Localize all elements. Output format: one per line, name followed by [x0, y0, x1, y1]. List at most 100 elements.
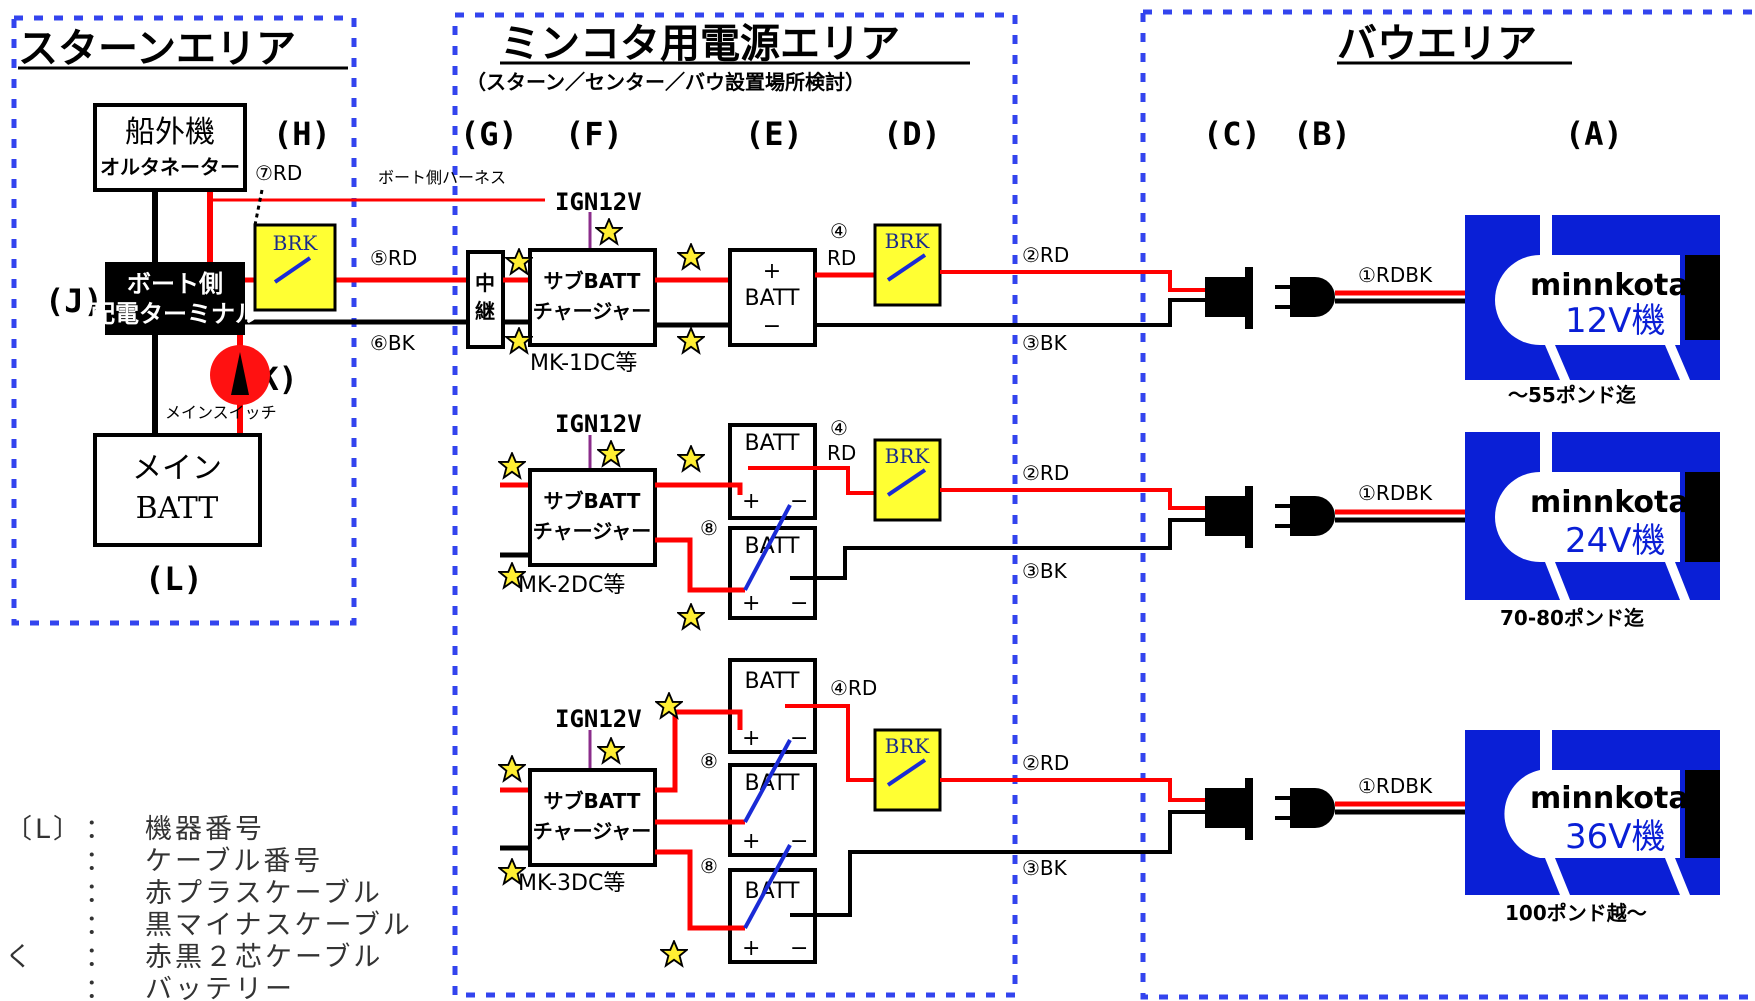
charger-1-line2: チャージャー	[533, 299, 651, 323]
motor-24v	[1465, 432, 1720, 600]
charger-1-model: MK-1DC等	[530, 351, 637, 376]
breaker-d3-label: BRK	[885, 734, 931, 758]
legend-sep-4: ：	[85, 910, 115, 941]
star-icon	[498, 755, 526, 782]
bow-area-border	[1140, 9, 1755, 1000]
cable-2-row2: ②RD	[1022, 461, 1069, 485]
motor-12v-brand: minnkota	[1530, 268, 1689, 303]
battery-2a	[728, 423, 817, 520]
battery-3b-minus: −	[790, 829, 808, 854]
breaker-h-label: BRK	[273, 231, 319, 255]
motor-24v-brand: minnkota	[1530, 485, 1689, 520]
breaker-d1-label: BRK	[885, 229, 931, 253]
col-label-a: (A)	[1565, 115, 1623, 153]
legend-sep-5: ：	[85, 942, 115, 973]
motor-24v-thrust: 70-80ポンド迄	[1500, 606, 1644, 630]
charger-3-line2: チャージャー	[533, 819, 651, 843]
motor-12v-thrust: ～55ポンド迄	[1508, 383, 1636, 407]
harness-label: ボート側ハーネス	[378, 168, 506, 187]
cable-8a-row3: ⑧	[700, 749, 718, 773]
charger-2	[528, 468, 657, 567]
battery-3c-label: BATT	[745, 879, 800, 904]
cable-1-row1: ①RDBK	[1358, 263, 1433, 287]
cable-2-row1: ②RD	[1022, 243, 1069, 267]
charger-1	[528, 248, 657, 347]
breaker-d2	[873, 438, 942, 522]
battery-3a-minus: −	[790, 726, 808, 751]
battery-3a-plus: +	[742, 726, 760, 751]
legend-sep-3: ：	[85, 878, 115, 909]
legend-text-2: ケーブル番号	[145, 846, 323, 877]
col-label-f: (F)	[565, 115, 623, 153]
col-label-l: (L)	[145, 560, 203, 598]
motor-36v-brand: minnkota	[1530, 781, 1689, 816]
col-label-h: (H)	[273, 115, 331, 153]
battery-2b-minus: −	[790, 591, 808, 616]
main-batt-line2: BATT	[136, 491, 219, 526]
battery-1-minus: −	[763, 314, 781, 339]
battery-3c-minus: −	[790, 936, 808, 961]
relay-junction	[466, 250, 505, 349]
breaker-d2-label: BRK	[885, 444, 931, 468]
col-label-c: (C)	[1203, 115, 1261, 153]
battery-1-plus: +	[763, 259, 781, 284]
battery-2a-label: BATT	[745, 431, 800, 456]
cable-3-row3: ③BK	[1022, 856, 1068, 880]
motor-24v-voltage: 24V機	[1565, 521, 1666, 561]
main-battery-box	[93, 433, 262, 547]
battery-2b-plus: +	[742, 591, 760, 616]
legend-key-1: 〔L〕	[5, 814, 83, 845]
ign-label-1: IGN12V	[555, 188, 642, 216]
cable-3-row2: ③BK	[1022, 559, 1068, 583]
battery-1	[728, 248, 817, 347]
connector-row1	[1205, 267, 1335, 329]
battery-3a-label: BATT	[745, 669, 800, 694]
relay-label-line2: 継	[475, 299, 495, 323]
main-batt-line1: メイン	[132, 451, 222, 486]
battery-3b-plus: +	[742, 829, 760, 854]
star-icon	[595, 218, 623, 245]
motor-12v-voltage: 12V機	[1565, 301, 1666, 341]
outboard-label-line1: 船外機	[125, 115, 215, 150]
battery-3b	[728, 763, 817, 857]
distribution-terminal-block	[105, 262, 245, 335]
star-icon	[597, 737, 625, 764]
connector-row3	[1205, 778, 1335, 840]
ign-label-2: IGN12V	[555, 410, 642, 438]
cable-7-label: ⑦RD	[255, 161, 302, 185]
star-icon	[677, 327, 705, 354]
col-label-d: (D)	[883, 115, 941, 153]
cable-6-label: ⑥BK	[370, 331, 416, 355]
charger-3	[528, 768, 657, 867]
stern-area-title: スターンエリア	[18, 26, 296, 72]
motor-36v	[1465, 730, 1720, 895]
terminal-label-line1: ボート側	[127, 270, 223, 298]
center-area-title: ミンコタ用電源エリア	[500, 21, 900, 67]
battery-1-label: BATT	[745, 286, 800, 311]
charger-2-model: MK-2DC等	[518, 573, 625, 598]
legend: 〔L〕 ： 機器番号 ： ケーブル番号 ： 赤プラスケーブル ： 黒マイナスケー…	[5, 814, 410, 1001]
center-area-note: （スターン／センター／バウ設置場所検討）	[466, 70, 865, 94]
charger-1-line1: サブBATT	[544, 269, 641, 293]
main-switch-label: メインスイッチ	[165, 403, 277, 422]
cable-4a-row2: ④	[830, 416, 848, 440]
cable-4b-row2: RD	[827, 441, 856, 465]
legend-sep-2: ：	[85, 846, 115, 877]
star-icon	[505, 327, 533, 354]
motor-12v	[1465, 215, 1720, 380]
center-area-border	[452, 12, 1018, 998]
outboard-alternator-box	[93, 103, 247, 192]
star-icon	[677, 243, 705, 270]
legend-key-5: く	[5, 942, 35, 973]
charger-2-line1: サブBATT	[544, 489, 641, 513]
relay-label-line1: 中	[475, 271, 495, 295]
cable-1-row3: ①RDBK	[1358, 774, 1433, 798]
battery-3c-plus: +	[742, 936, 760, 961]
star-icon	[597, 440, 625, 467]
battery-2b	[728, 526, 817, 620]
star-icon	[660, 940, 688, 967]
battery-2a-plus: +	[742, 489, 760, 514]
cable-8-row2: ⑧	[700, 516, 718, 540]
col-label-b: (B)	[1293, 115, 1351, 153]
